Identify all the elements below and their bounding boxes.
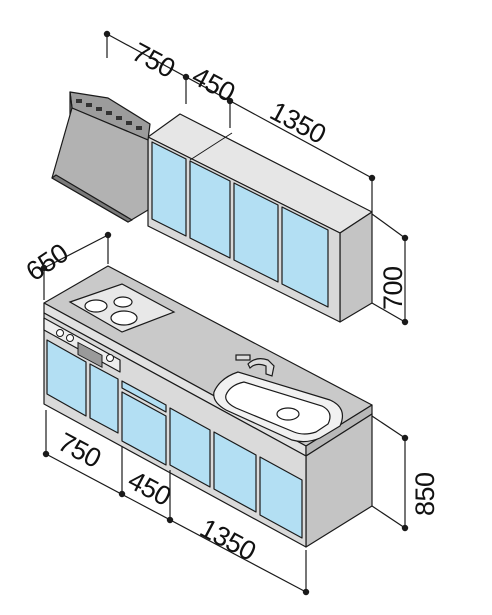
upper-cabinets	[147, 113, 373, 323]
base-right-width-label: 1350	[195, 513, 260, 567]
cooktop	[68, 283, 176, 333]
range-hood	[51, 91, 151, 223]
upper-dimension-lines	[103, 30, 409, 326]
base-door-5	[259, 456, 303, 539]
upper-door-2	[189, 160, 231, 259]
knob-3	[106, 354, 114, 362]
control-display	[77, 341, 103, 369]
sink-inner	[225, 381, 331, 435]
upper-door-3	[233, 182, 279, 283]
sink	[213, 354, 343, 443]
base-door-4	[213, 431, 257, 513]
cooktop-glass	[68, 283, 176, 333]
burner-1	[84, 299, 108, 313]
faucet-handle	[235, 354, 251, 361]
base-drawer-top	[121, 380, 167, 413]
upper-door-1	[151, 141, 187, 237]
base-dimension-lines	[40, 231, 409, 596]
upper-height-label: 700	[378, 266, 408, 310]
burner-3	[110, 310, 138, 326]
sink-drain	[276, 407, 300, 421]
faucet	[247, 358, 275, 377]
upper-right-width-label: 1350	[265, 96, 330, 150]
base-door-2	[89, 363, 119, 434]
base-door-3	[169, 407, 211, 488]
knob-2	[66, 334, 74, 342]
base-depth-label: 650	[21, 238, 74, 287]
base-height-label: 850	[410, 472, 440, 516]
upper-hood-width-label: 750	[127, 37, 180, 84]
hood-vents	[76, 99, 142, 130]
base-door-1	[46, 339, 87, 417]
hood-base	[51, 174, 133, 223]
control-knobs	[56, 329, 114, 369]
burner-2	[113, 296, 133, 308]
hood-slope	[51, 107, 149, 223]
upper-door-4	[281, 206, 329, 308]
base-drawer	[121, 391, 167, 466]
knob-1	[56, 329, 64, 337]
